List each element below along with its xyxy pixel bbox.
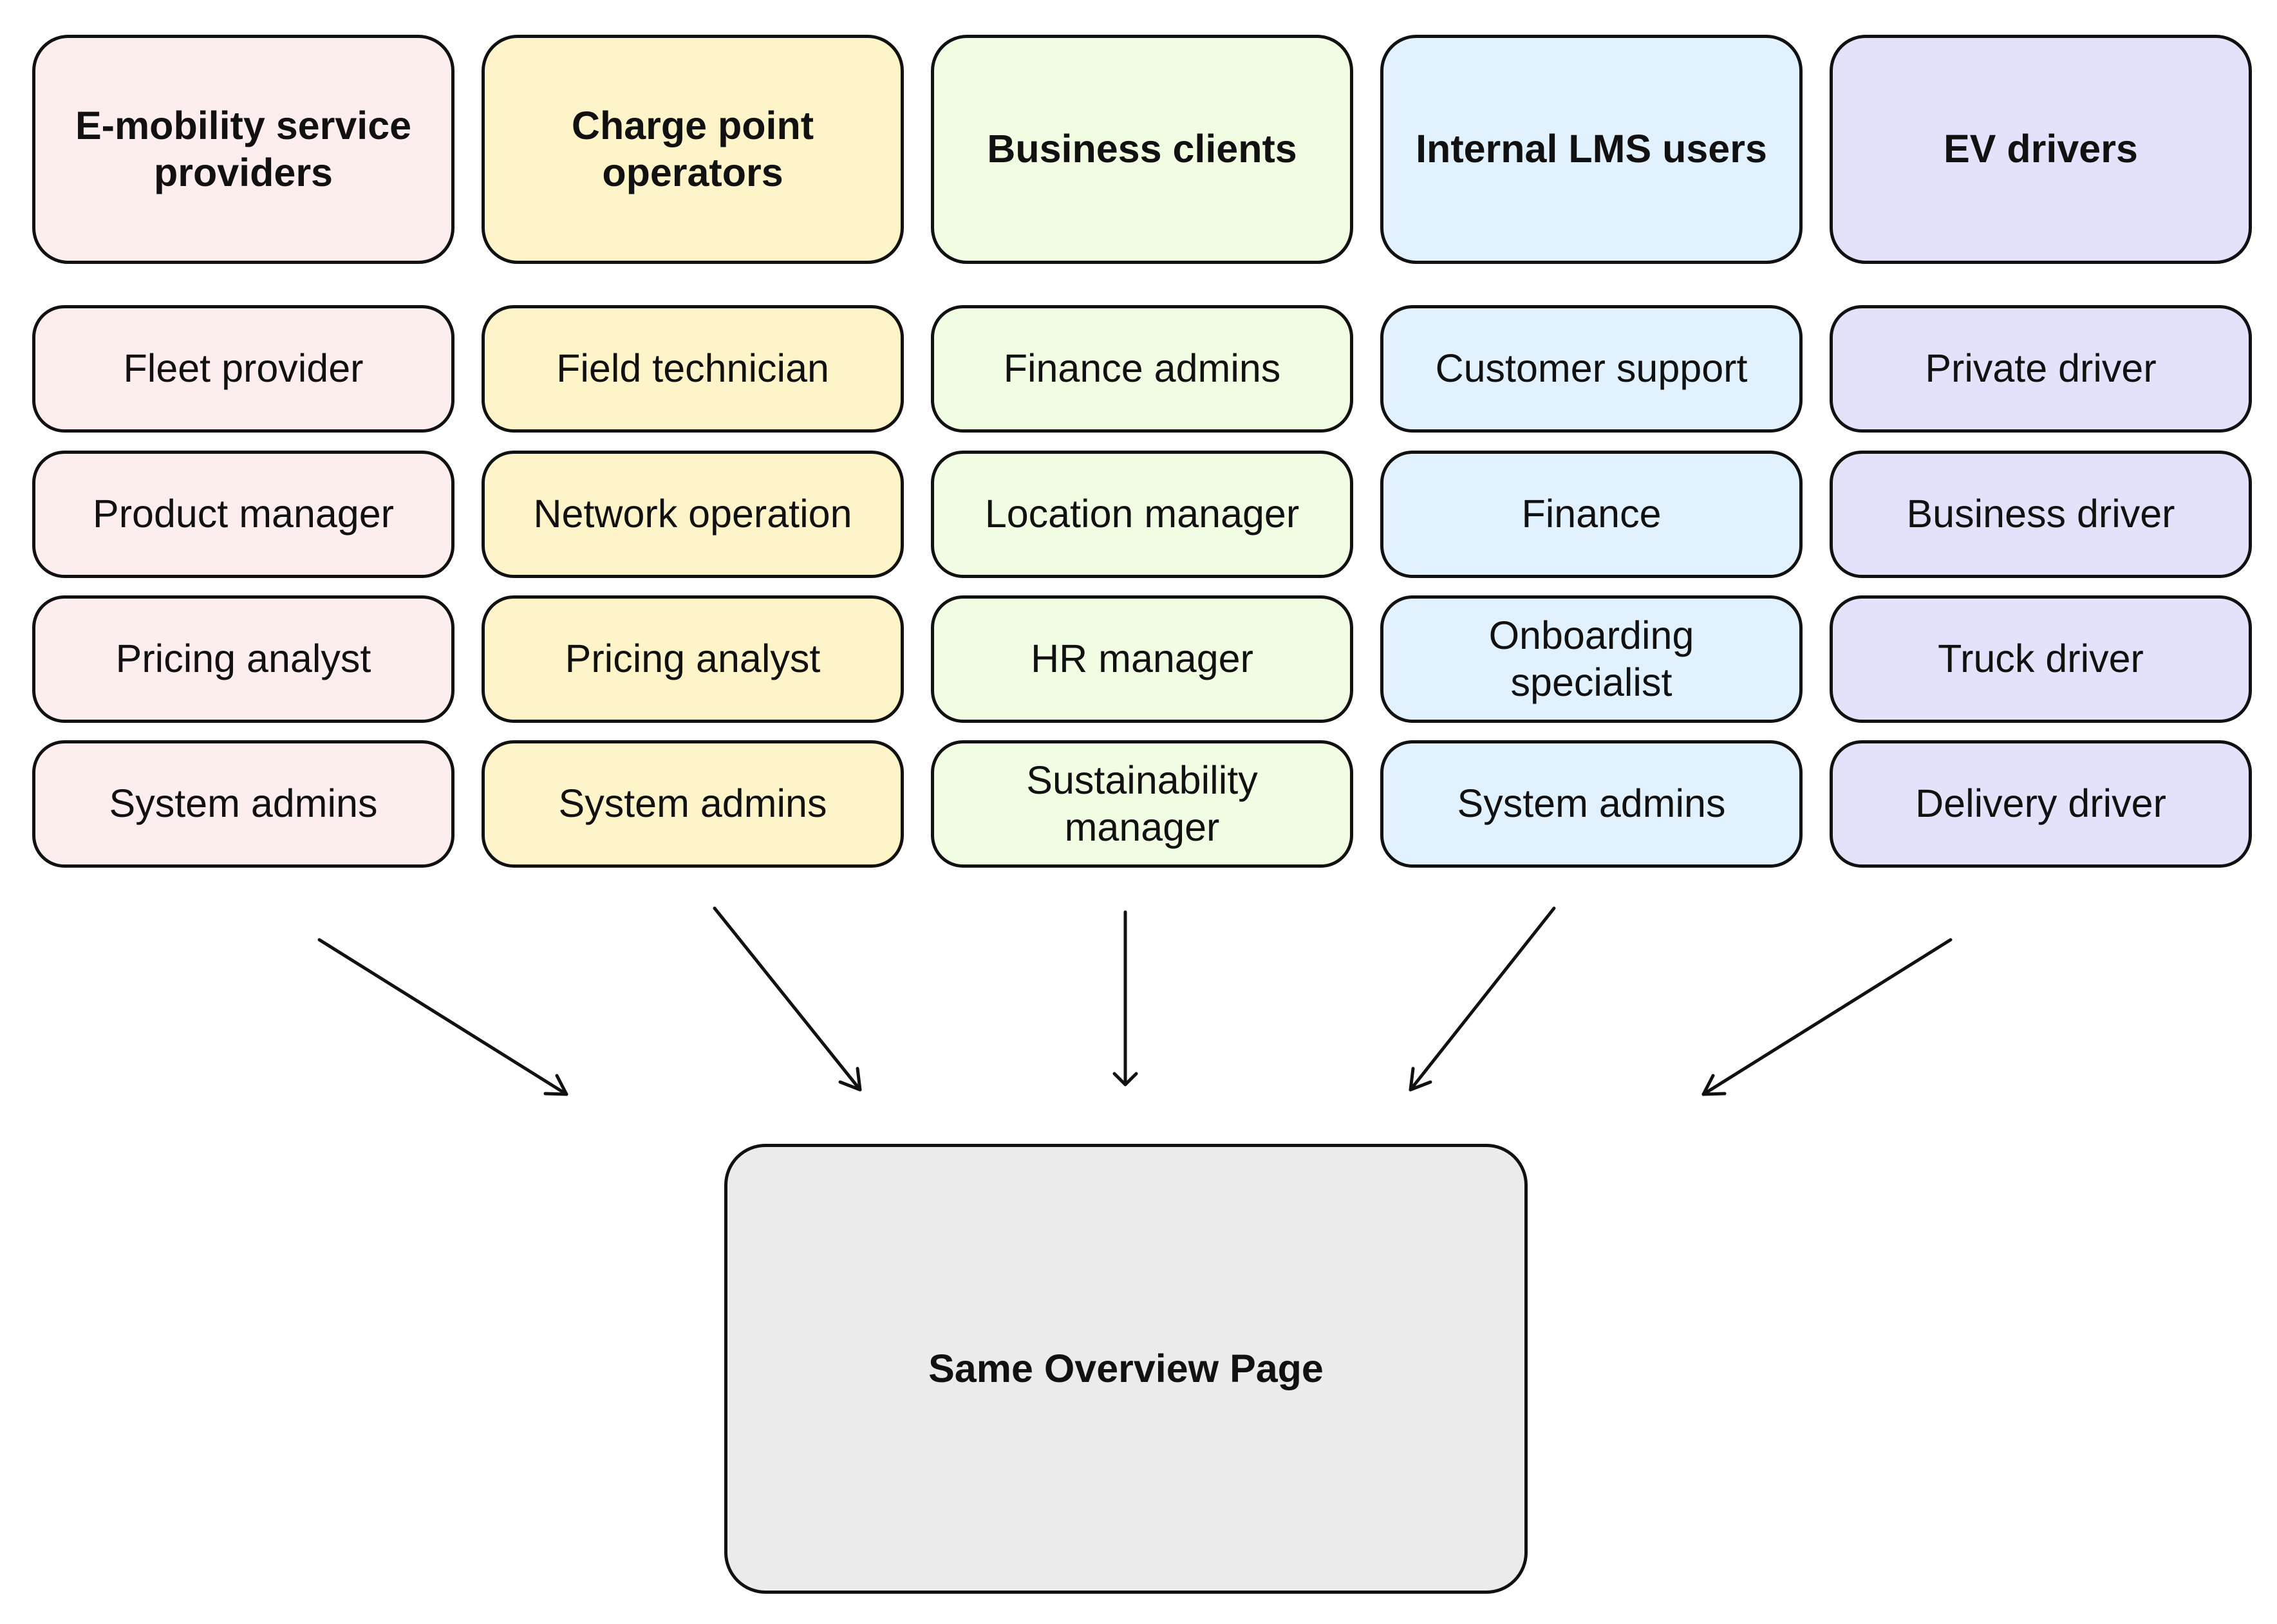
role-finance: Finance [1380,451,1803,578]
arrow-from-e-mobility [317,938,568,1096]
role-finance-admins: Finance admins [931,305,1353,433]
role-hr-manager: HR manager [931,595,1353,723]
group-header-business-clients: Business clients [931,35,1353,264]
role-network-operation: Network operation [482,451,904,578]
role-product-manager: Product manager [32,451,454,578]
role-system-admins: System admins [482,740,904,868]
role-private-driver: Private driver [1830,305,2252,433]
role-fleet-provider: Fleet provider [32,305,454,433]
group-header-internal-lms-users: Internal LMS users [1380,35,1803,264]
role-onboarding-specialist: Onboarding specialist [1380,595,1803,723]
role-location-manager: Location manager [931,451,1353,578]
group-header-charge-point-operators: Charge point operators [482,35,904,264]
role-truck-driver: Truck driver [1830,595,2252,723]
group-header-e-mobility-service-providers: E-mobility service providers [32,35,454,264]
role-pricing-analyst: Pricing analyst [482,595,904,723]
same-overview-page-box: Same Overview Page [724,1144,1528,1594]
role-business-driver: Business driver [1830,451,2252,578]
group-header-ev-drivers: EV drivers [1830,35,2252,264]
arrow-from-business-clients [1112,910,1138,1087]
role-system-admins: System admins [32,740,454,868]
role-system-admins: System admins [1380,740,1803,868]
role-customer-support: Customer support [1380,305,1803,433]
role-delivery-driver: Delivery driver [1830,740,2252,868]
role-pricing-analyst: Pricing analyst [32,595,454,723]
role-sustainability-manager: Sustainability manager [931,740,1353,868]
arrow-from-ev-drivers [1701,938,1953,1096]
role-field-technician: Field technician [482,305,904,433]
arrow-from-charge-point-operators [713,906,862,1092]
arrow-from-internal-lms-users [1409,906,1556,1092]
